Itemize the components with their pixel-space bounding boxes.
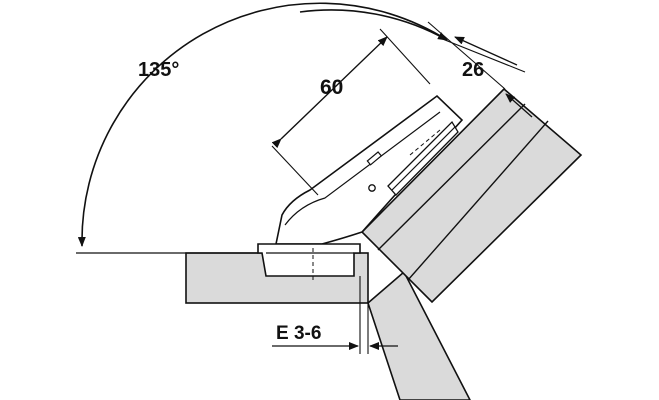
dim-26-arrow-2 (505, 93, 533, 118)
hinge-plate-line (391, 126, 456, 191)
angle-extension-line (427, 21, 506, 90)
dim-26-arrow (454, 36, 518, 66)
dim-60-extension-1 (271, 145, 319, 196)
angle-arc-start-arrow (299, 9, 448, 41)
hinge-screw-icon (368, 184, 376, 192)
door-panel-edge-line-1 (377, 103, 526, 251)
angle-arc (77, 2, 448, 247)
door-panel-lower (367, 270, 471, 400)
hinge-arm-slot (366, 151, 383, 166)
dim-60-line (271, 36, 388, 149)
dim-60-label: 60 (320, 76, 343, 99)
hinge-arm (275, 94, 464, 245)
hinge-cup (257, 243, 361, 277)
dim-26-label: 26 (462, 59, 484, 81)
dim-e-label: E 3-6 (276, 323, 321, 344)
dim-60-extension-2 (379, 28, 431, 85)
angle-label: 135° (138, 59, 179, 81)
door-panel-edge-line-2 (407, 120, 549, 281)
hinge-arm-detail (284, 111, 441, 226)
